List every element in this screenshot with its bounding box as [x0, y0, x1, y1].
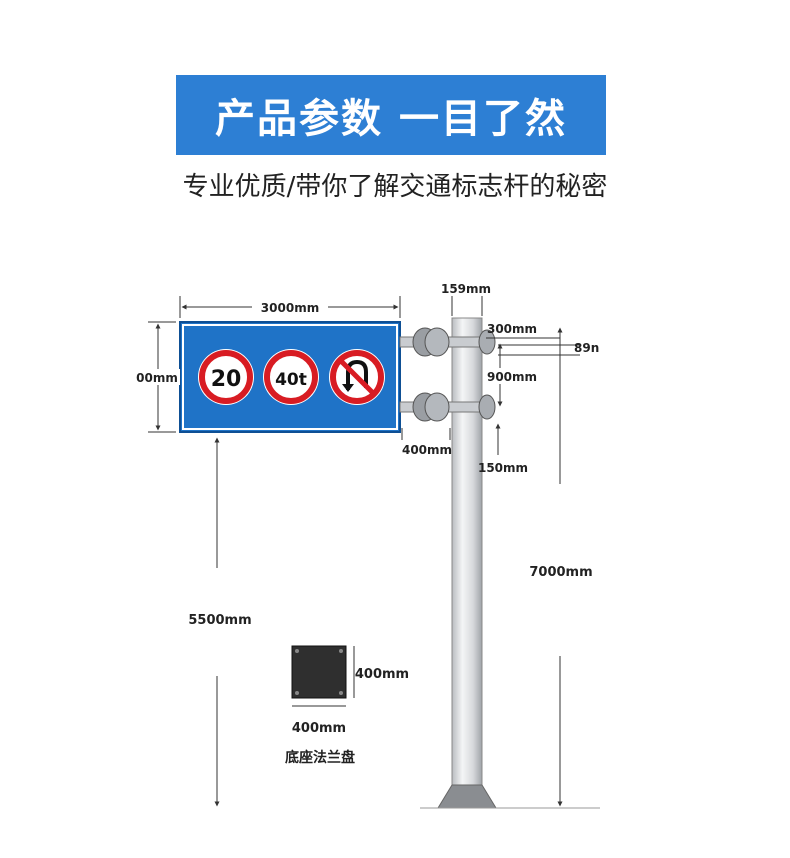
- subtitle: 专业优质/带你了解交通标志杆的秘密: [182, 172, 608, 202]
- bracket-bottom: [399, 392, 496, 422]
- bracket-offset-label: 400mm: [402, 443, 452, 457]
- pole-height-label: 7000mm: [529, 565, 592, 580]
- pole-base: [437, 784, 497, 809]
- base-flange-plate: [291, 645, 347, 699]
- bracket-top-spacing-label: 300mm: [487, 322, 537, 336]
- base-label: 底座法兰盘: [285, 749, 355, 766]
- base-bottom-label: 400mm: [292, 721, 346, 736]
- pole-diameter-label: 159mm: [441, 282, 491, 296]
- clearance-label: 5500mm: [188, 613, 251, 628]
- bracket-top: [399, 327, 496, 357]
- pole-flange-label: 150mm: [478, 461, 528, 475]
- title-banner: 产品参数 一目了然: [176, 75, 606, 155]
- base-side-label: 400mm: [355, 667, 409, 682]
- weight-limit-sign: 40t: [263, 349, 319, 405]
- speed-limit-value: 20: [211, 367, 242, 392]
- pole: [451, 317, 483, 799]
- board-width-label: 3000mm: [261, 301, 319, 315]
- weight-limit-value: 40t: [275, 370, 307, 390]
- no-u-turn-icon: [329, 349, 385, 405]
- board-height-label: 00mm: [136, 371, 178, 385]
- side-cut-label: 89n: [574, 341, 599, 355]
- speed-limit-sign: 20: [198, 349, 254, 405]
- bracket-spacing-label: 900mm: [487, 370, 537, 384]
